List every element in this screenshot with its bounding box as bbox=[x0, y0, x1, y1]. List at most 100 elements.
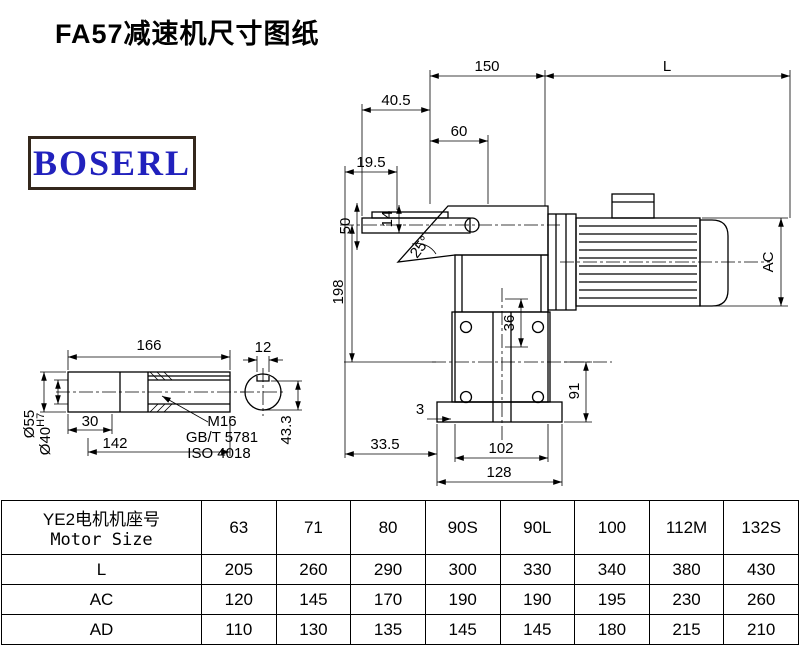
label-iso-standard: ISO 4018 bbox=[187, 445, 250, 462]
size-col-header: 80 bbox=[350, 500, 426, 555]
page-title: FA57减速机尺寸图纸 bbox=[55, 19, 320, 49]
table-row-L: L 205 260 290 300 330 340 380 430 bbox=[1, 554, 799, 585]
dim-label-50: 50 bbox=[337, 218, 354, 235]
thread-hatch bbox=[149, 371, 173, 413]
row-label: AC bbox=[1, 584, 202, 615]
size-col-header: 112M bbox=[648, 500, 725, 555]
motor-dimension-table: YE2电机机座号 Motor Size 63 71 80 90S 90L 100… bbox=[1, 500, 799, 645]
dim-label-3: 3 bbox=[416, 401, 424, 418]
dia40-tolerance: H7 bbox=[35, 413, 47, 427]
table-cell: 110 bbox=[201, 614, 277, 645]
dim-label-166: 166 bbox=[136, 337, 161, 354]
angle-arc bbox=[411, 243, 437, 255]
dim-label-30: 30 bbox=[82, 413, 99, 430]
dim-label-198: 198 bbox=[330, 279, 347, 304]
dim-label-14: 14 bbox=[379, 211, 396, 228]
table-cell: 145 bbox=[424, 614, 501, 645]
dim-label-19-5: 19.5 bbox=[356, 154, 385, 171]
table-cell: 340 bbox=[574, 554, 650, 585]
m16-leader bbox=[161, 395, 209, 423]
dim-label-25deg: 25° bbox=[407, 233, 434, 261]
dim-label-L: L bbox=[663, 58, 671, 75]
shaft-end-view-circle bbox=[244, 373, 282, 411]
table-cell: 190 bbox=[499, 584, 576, 615]
bottom-flange bbox=[436, 401, 563, 423]
dim-label-36: 36 bbox=[501, 315, 518, 332]
hollow-shaft-bore bbox=[492, 312, 512, 422]
dim-label-91: 91 bbox=[566, 383, 583, 400]
table-cell: 230 bbox=[648, 584, 725, 615]
dimension-labels-detail: 166 12 30 142 Ø55 Ø40H7 43.3 M16 GB/T 57… bbox=[21, 337, 295, 462]
terminal-box bbox=[611, 193, 655, 219]
size-col-header: 90L bbox=[499, 500, 576, 555]
table-cell: 195 bbox=[574, 584, 650, 615]
row-label: AD bbox=[1, 614, 202, 645]
table-cell: 130 bbox=[275, 614, 352, 645]
dim-label-33-5: 33.5 bbox=[370, 436, 399, 453]
dim-label-102: 102 bbox=[488, 440, 513, 457]
size-col-header: 71 bbox=[275, 500, 352, 555]
shaft-cylinder bbox=[67, 371, 231, 413]
technical-drawing-svg: 150 L 40.5 60 19.5 50 14 198 25° 36 AC 9… bbox=[21, 58, 791, 486]
boserl-logo: BOSERL bbox=[28, 136, 196, 190]
table-cell: 330 bbox=[499, 554, 576, 585]
motor-size-label-en: Motor Size bbox=[50, 530, 153, 550]
table-cell: 215 bbox=[648, 614, 725, 645]
table-row-AC: AC 120 145 170 190 190 195 230 260 bbox=[1, 584, 799, 615]
fan-cover bbox=[699, 219, 729, 307]
table-cell: 260 bbox=[275, 554, 352, 585]
centerlines bbox=[56, 224, 770, 440]
dim-label-128: 128 bbox=[486, 464, 511, 481]
table-cell: 300 bbox=[424, 554, 501, 585]
table-cell: 145 bbox=[499, 614, 576, 645]
dim-label-dia55: Ø55 bbox=[21, 410, 38, 438]
table-cell: 180 bbox=[574, 614, 650, 645]
table-header-row: YE2电机机座号 Motor Size 63 71 80 90S 90L 100… bbox=[1, 500, 799, 555]
dim-label-AC: AC bbox=[760, 251, 777, 272]
table-cell: 190 bbox=[424, 584, 501, 615]
boserl-logo-text: BOSERL bbox=[32, 143, 192, 183]
table-cell: 120 bbox=[201, 584, 277, 615]
table-cell: 210 bbox=[723, 614, 799, 645]
table-cell: 145 bbox=[275, 584, 352, 615]
bolt-hole bbox=[531, 390, 545, 404]
table-cell: 430 bbox=[723, 554, 799, 585]
table-row-AD: AD 110 130 135 145 145 180 215 210 bbox=[1, 614, 799, 645]
table-cell: 135 bbox=[350, 614, 426, 645]
table-cell: 290 bbox=[350, 554, 426, 585]
motor-fins bbox=[579, 225, 697, 299]
size-col-header: 100 bbox=[574, 500, 650, 555]
shaft-bearing bbox=[464, 217, 480, 233]
shaft-detail-view bbox=[67, 371, 282, 413]
dim-label-43-3: 43.3 bbox=[278, 415, 295, 444]
dimension-lines bbox=[41, 73, 790, 485]
dim-label-dia40h7: Ø40H7 bbox=[35, 413, 54, 455]
bolt-hole bbox=[531, 320, 545, 334]
table-cell: 260 bbox=[723, 584, 799, 615]
size-col-header: 90S bbox=[424, 500, 501, 555]
size-col-header: 132S bbox=[723, 500, 799, 555]
table-cell: 205 bbox=[201, 554, 277, 585]
keyway-slot bbox=[256, 376, 270, 382]
table-cell: 380 bbox=[648, 554, 725, 585]
gearbox-main-view bbox=[361, 193, 729, 423]
dimension-labels-main: 150 L 40.5 60 19.5 50 14 198 25° 36 AC 9… bbox=[330, 58, 777, 481]
shaft-key bbox=[371, 211, 449, 219]
bolt-hole bbox=[459, 320, 473, 334]
dim-label-60: 60 bbox=[451, 123, 468, 140]
dim-label-150: 150 bbox=[474, 58, 499, 75]
motor-size-header-cell: YE2电机机座号 Motor Size bbox=[1, 500, 202, 555]
label-gb-standard: GB/T 5781 bbox=[186, 429, 258, 446]
dim-label-12: 12 bbox=[255, 339, 272, 356]
dim-label-142: 142 bbox=[102, 435, 127, 452]
motor-size-label-cn: YE2电机机座号 bbox=[42, 510, 161, 529]
table-cell: 170 bbox=[350, 584, 426, 615]
extension-lines bbox=[40, 70, 791, 486]
bore-lines bbox=[148, 375, 230, 405]
label-m16: M16 bbox=[207, 413, 236, 430]
size-col-header: 63 bbox=[201, 500, 277, 555]
row-label: L bbox=[1, 554, 202, 585]
dia40-base: Ø40 bbox=[37, 427, 54, 455]
dim-label-40-5: 40.5 bbox=[381, 92, 410, 109]
